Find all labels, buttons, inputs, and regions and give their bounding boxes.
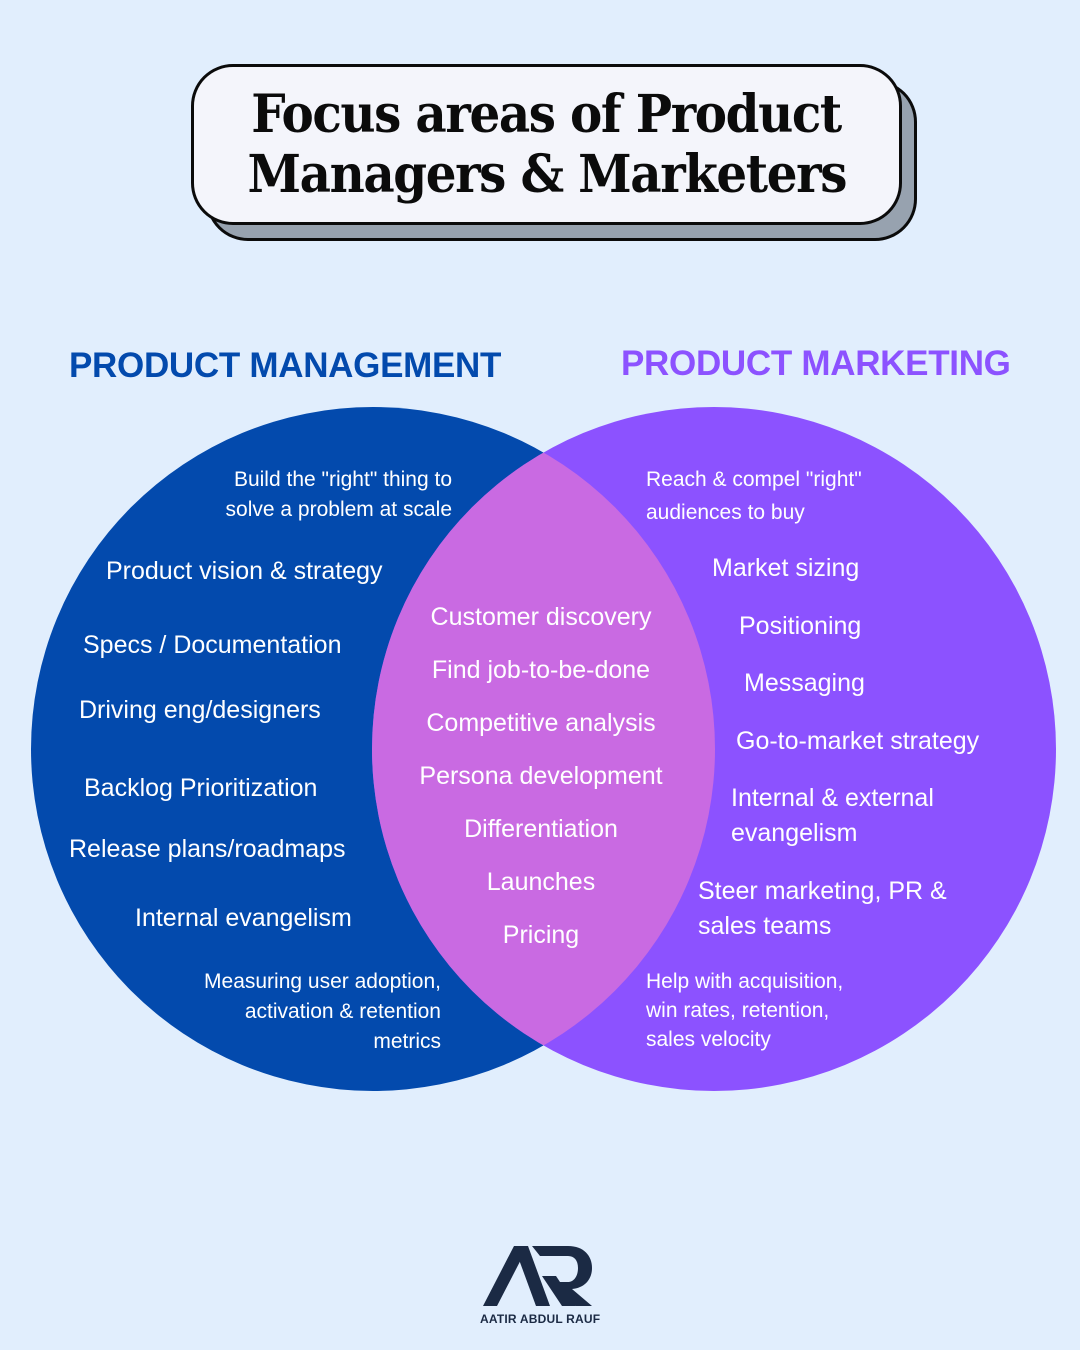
- heading-product-marketing: PRODUCT MARKETING: [621, 344, 1011, 383]
- pmk-steer-line-2: sales teams: [698, 912, 832, 940]
- title-card: Focus areas of Product Managers & Market…: [191, 64, 902, 225]
- pmk-item: Go-to-market strategy: [736, 727, 980, 755]
- pm-footer-line-1: Measuring user adoption,: [204, 970, 441, 993]
- overlap-item: Launches: [486, 868, 596, 896]
- pm-item: Backlog Prioritization: [84, 774, 318, 802]
- author-name: AATIR ABDUL RAUF: [480, 1312, 601, 1326]
- pmk-item: Positioning: [739, 612, 862, 640]
- heading-product-management: PRODUCT MANAGEMENT: [69, 346, 502, 385]
- overlap-item: Find job-to-be-done: [431, 656, 651, 684]
- pm-item: Product vision & strategy: [106, 557, 383, 585]
- overlap-item: Persona development: [419, 762, 663, 790]
- pm-item: Internal evangelism: [135, 904, 352, 932]
- pmk-steer-line-1: Steer marketing, PR &: [698, 877, 947, 905]
- overlap-item: Customer discovery: [430, 603, 652, 631]
- pmk-item: Market sizing: [712, 554, 860, 582]
- pmk-footer-line-1: Help with acquisition,: [646, 970, 844, 993]
- pm-item: Release plans/roadmaps: [69, 835, 346, 863]
- pmk-evangelism-line-2: evangelism: [731, 819, 858, 847]
- ar-monogram-icon: [483, 1246, 592, 1306]
- overlap-item: Pricing: [502, 921, 580, 949]
- pm-summary-line-2: solve a problem at scale: [225, 498, 452, 521]
- pmk-footer-line-3: sales velocity: [646, 1028, 771, 1051]
- page-title-line-1: Focus areas of Product: [251, 83, 843, 145]
- overlap-item: Competitive analysis: [426, 709, 656, 737]
- author-logo: AATIR ABDUL RAUF: [480, 1242, 600, 1332]
- pmk-evangelism-line-1: Internal & external: [731, 784, 934, 812]
- page-title-line-2: Managers & Marketers: [247, 143, 847, 205]
- pmk-footer-line-2: win rates, retention,: [646, 999, 830, 1022]
- pm-footer-line-2: activation & retention: [244, 1000, 441, 1023]
- overlap-lens: [372, 407, 715, 1091]
- pm-footer-line-3: metrics: [373, 1030, 441, 1053]
- pm-summary-line-1: Build the "right" thing to: [233, 468, 452, 491]
- pmk-item: Messaging: [744, 669, 865, 697]
- pmk-summary-line-1: Reach & compel "right": [646, 468, 862, 491]
- pmk-summary-line-2: audiences to buy: [646, 501, 805, 524]
- overlap-item: Differentiation: [464, 815, 618, 843]
- pm-item: Driving eng/designers: [79, 696, 321, 724]
- pm-item: Specs / Documentation: [83, 631, 342, 659]
